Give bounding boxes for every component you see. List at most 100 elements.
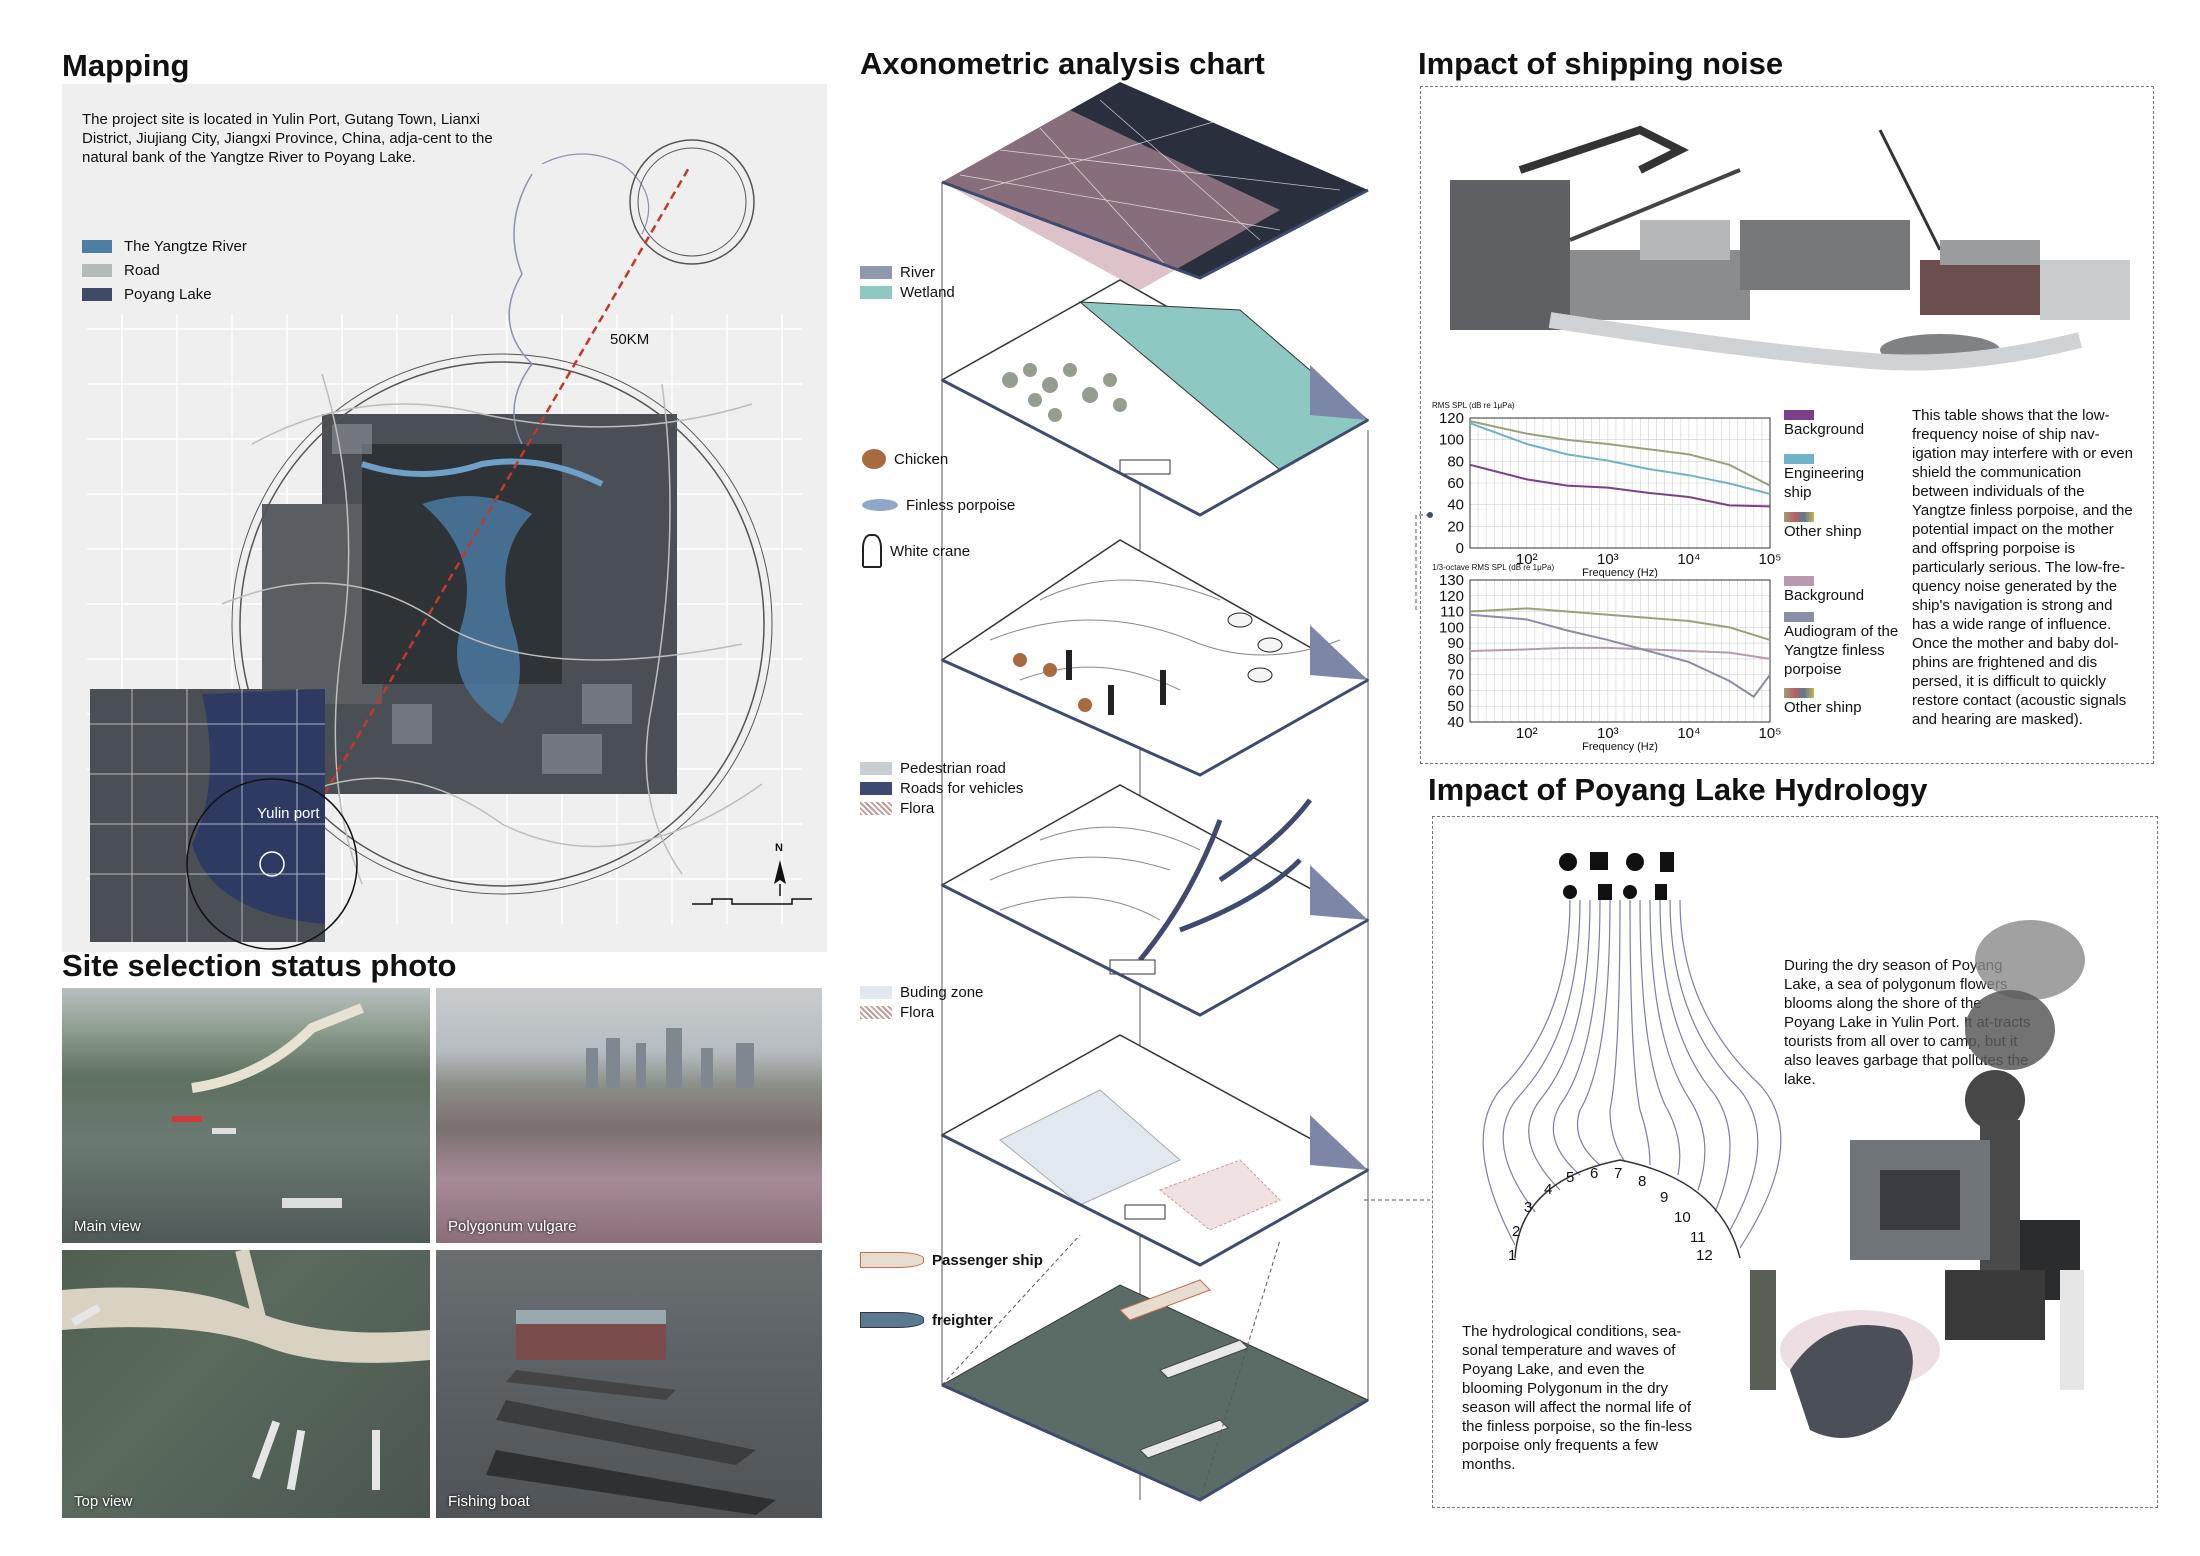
y-axis-label: RMS SPL (dB re 1μPa) <box>1432 401 1515 410</box>
legend-label: Background <box>1784 421 1865 438</box>
wetland-swatch <box>860 285 892 299</box>
y-tick-label: 100 <box>1439 619 1464 636</box>
legend-label: Buding zone <box>900 983 984 1001</box>
dial-9: 9 <box>1660 1189 1669 1206</box>
distance-label: 50KM <box>610 331 650 348</box>
chart1-legend: Background Engineering ship Other shinp <box>1784 410 1864 541</box>
legend-label: White crane <box>890 542 971 560</box>
legend-label: Engineering ship <box>1784 465 1865 501</box>
legend-label: Audiogram of the Yangtze finless porpois… <box>1784 623 1899 678</box>
moon-icon <box>1563 885 1577 899</box>
legend-passenger-ship: Passenger ship <box>860 1230 1043 1290</box>
legend-label: Other shinp <box>1784 523 1862 540</box>
photo-main-view: Main view <box>62 988 430 1243</box>
y-tick-label: 0 <box>1456 540 1464 557</box>
chart2-legend: Background Audiogram of the Yangtze finl… <box>1784 576 1914 717</box>
dial-2: 2 <box>1512 1223 1521 1240</box>
legend-flora: Flora <box>860 798 1023 818</box>
y-tick-label: 100 <box>1439 432 1464 449</box>
shipping-title: Impact of shipping noise <box>1418 46 1784 81</box>
dial-7: 7 <box>1614 1165 1623 1182</box>
legend-label: Passenger ship <box>932 1251 1043 1269</box>
y-tick-label: 20 <box>1447 518 1464 535</box>
legend-label: Background <box>1784 587 1865 604</box>
photo-caption: Top view <box>74 1493 133 1510</box>
legend-label: Finless porpoise <box>906 496 1016 514</box>
legend-label: Roads for vehicles <box>900 779 1024 797</box>
chart1-legend-other: Other shinp <box>1784 512 1864 541</box>
legend-label: Pedestrian road <box>900 759 1006 777</box>
y-tick-label: 130 <box>1439 572 1464 589</box>
site-photos-title: Site selection status photo <box>62 948 457 983</box>
map-legend: The Yangtze River Road Poyang Lake <box>82 234 247 306</box>
crane-icon <box>862 534 882 568</box>
legend-flora-2: Flora <box>860 1002 983 1022</box>
legend-label: River <box>900 263 936 281</box>
shipping-description: This table shows that the low-frequency … <box>1912 407 2133 728</box>
photo-boat-drawing <box>486 1310 776 1515</box>
y-tick-label: 50 <box>1447 698 1464 715</box>
waves-icon <box>1590 852 1608 870</box>
series-line-2 <box>1469 420 1771 487</box>
y-tick-label: 40 <box>1447 497 1464 514</box>
legend-label: Wetland <box>900 283 955 301</box>
layer3-legend: Pedestrian road Roads for vehicles Flora <box>860 758 1023 818</box>
photo-top-view: Top view <box>62 1250 430 1518</box>
dial-5: 5 <box>1566 1169 1575 1186</box>
dial-4: 4 <box>1544 1181 1553 1198</box>
pedestrian-swatch <box>860 761 892 775</box>
dial-3: 3 <box>1524 1199 1533 1216</box>
dial-1: 1 <box>1508 1247 1517 1264</box>
audiogram-swatch <box>1784 612 1814 622</box>
y-tick-label: 40 <box>1447 714 1464 731</box>
photo-top-drawing <box>62 1250 430 1491</box>
map-graphic <box>87 139 812 950</box>
x-tick-label: 10³ <box>1597 725 1619 742</box>
legend-vehicle-road: Roads for vehicles <box>860 778 1023 798</box>
photo-polygonum-drawing <box>586 1028 754 1088</box>
north-label: N <box>775 842 783 854</box>
photo-caption: Main view <box>74 1218 141 1235</box>
y-tick-label: 80 <box>1447 651 1464 668</box>
series-line-0 <box>1469 646 1771 660</box>
series-line-1 <box>1469 422 1771 495</box>
photo-caption: Fishing boat <box>448 1493 530 1510</box>
y-tick-label: 120 <box>1439 410 1464 427</box>
hydrology-box <box>1432 816 2158 1508</box>
x-axis-label: Frequency (Hz) <box>1582 741 1658 753</box>
ships-collage <box>1450 125 2130 371</box>
background-swatch <box>1784 410 1814 420</box>
layer1-legend: River Wetland <box>860 262 955 302</box>
road-swatch <box>82 263 112 277</box>
x-tick-label: 10² <box>1516 551 1538 568</box>
other-swatch <box>1784 512 1814 522</box>
axonometric-title: Axonometric analysis chart <box>860 46 1265 81</box>
x-tick-label: 10⁵ <box>1759 551 1782 568</box>
photo-caption: Polygonum vulgare <box>448 1218 577 1235</box>
hydrology-title: Impact of Poyang Lake Hydrology <box>1428 772 1928 807</box>
legend-label: Flora <box>900 799 935 817</box>
axonometric-stack <box>940 82 1370 1502</box>
series-line-2 <box>1469 607 1771 641</box>
legend-label: Road <box>124 261 160 279</box>
x-tick-label: 10³ <box>1597 551 1619 568</box>
shipping-box <box>1420 86 2154 764</box>
passenger-ship-icon <box>860 1252 924 1268</box>
x-tick-label: 10⁴ <box>1677 725 1700 742</box>
yangtze-swatch <box>82 239 112 253</box>
legend-label: Poyang Lake <box>124 285 212 303</box>
vehicle-swatch <box>860 781 892 795</box>
legend-label: Other shinp <box>1784 699 1862 716</box>
hydrology-graph <box>1482 852 1782 1259</box>
dial-6: 6 <box>1590 1165 1599 1182</box>
temperature-icon <box>1660 852 1674 872</box>
legend-label: freighter <box>932 1311 993 1329</box>
background-swatch <box>1784 576 1814 586</box>
legend-yangtze: The Yangtze River <box>82 234 247 258</box>
x-tick-label: 10⁵ <box>1759 725 1782 742</box>
chart1-legend-engineering: Engineering ship <box>1784 454 1864 512</box>
plot-frame <box>1469 417 1771 549</box>
chart1-legend-background: Background <box>1784 410 1864 454</box>
plot-frame <box>1469 579 1771 723</box>
thermometer-icon <box>1655 884 1667 900</box>
